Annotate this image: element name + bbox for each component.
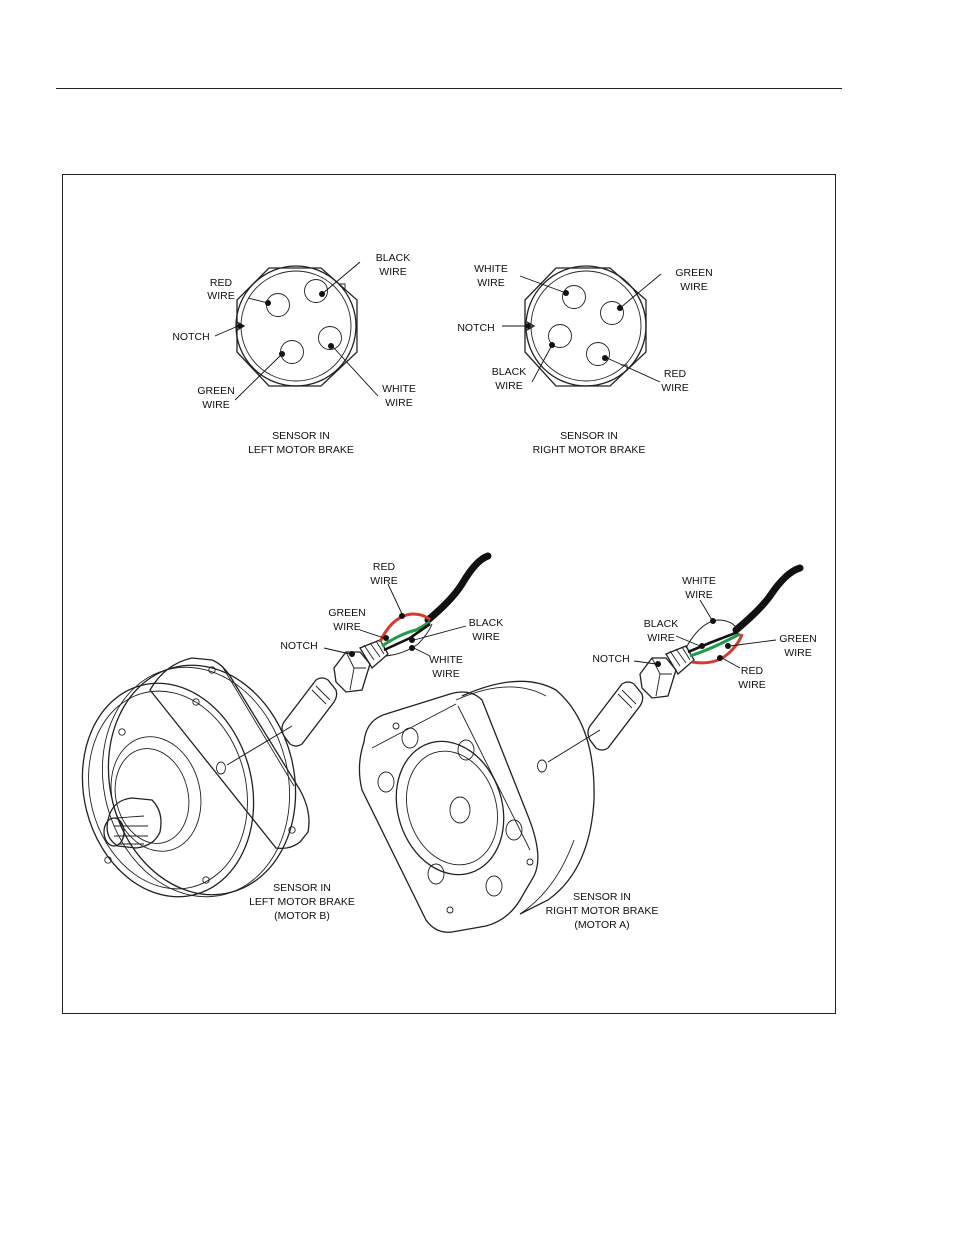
right-white-wire [685, 619, 739, 649]
label-black: BLACK [492, 366, 526, 378]
label-wire: WIRE [379, 266, 406, 278]
label-red: RED [210, 277, 233, 289]
right-sensor-face [502, 265, 662, 387]
left-black-wire [383, 622, 431, 652]
caption-line-1: SENSOR IN [573, 891, 631, 903]
left-face-notch [236, 321, 246, 331]
label-white: WHITE [429, 654, 463, 666]
label-white: WHITE [474, 263, 508, 275]
caption-line-1: SENSOR IN [560, 430, 618, 442]
right-face-red-pin [586, 342, 610, 366]
right-sensor-assembly [587, 564, 804, 751]
left-face-black-pin [304, 279, 328, 303]
label-notch: NOTCH [457, 322, 494, 334]
caption-line-3: (MOTOR A) [574, 919, 629, 931]
label-black: BLACK [469, 617, 503, 629]
right-face-notch [526, 321, 536, 331]
right-sensor-face-labels: WHITE WIRE GREEN WIRE NOTCH BLACK WIRE R… [457, 263, 712, 456]
caption-line-2: RIGHT MOTOR BRAKE [546, 905, 659, 917]
label-wire: WIRE [685, 589, 712, 601]
label-wire: WIRE [432, 668, 459, 680]
label-green: GREEN [779, 633, 816, 645]
label-black: BLACK [644, 618, 678, 630]
left-motor-brake-illustration [81, 657, 310, 898]
left-sensor-assembly [281, 552, 492, 747]
right-sensor-assembly-labels: WHITE WIRE BLACK WIRE GREEN WIRE NOTCH R… [546, 575, 817, 931]
label-red: RED [741, 665, 764, 677]
label-wire: WIRE [495, 380, 522, 392]
right-motor-brake-illustration [358, 680, 601, 933]
label-green: GREEN [675, 267, 712, 279]
header-rule [56, 88, 842, 89]
label-wire: WIRE [647, 632, 674, 644]
label-wire: WIRE [202, 399, 229, 411]
figure-frame [62, 174, 836, 1014]
caption-line-1: SENSOR IN [273, 882, 331, 894]
caption-line-2: LEFT MOTOR BRAKE [249, 896, 355, 908]
label-red: RED [664, 368, 687, 380]
left-sensor-face-labels: RED WIRE BLACK WIRE NOTCH GREEN WIRE WHI… [172, 252, 416, 456]
right-red-wire [691, 633, 744, 665]
right-face-green-pin [600, 301, 624, 325]
label-red: RED [373, 561, 396, 573]
left-cable [424, 552, 492, 624]
label-green: GREEN [197, 385, 234, 397]
label-notch: NOTCH [172, 331, 209, 343]
left-green-wire [381, 620, 431, 648]
caption-line-1: SENSOR IN [272, 430, 330, 442]
label-wire: WIRE [207, 290, 234, 302]
left-face-white-pin [318, 326, 342, 350]
label-notch: NOTCH [280, 640, 317, 652]
left-sensor-face [214, 261, 379, 401]
right-face-white-pin [562, 285, 586, 309]
label-wire: WIRE [738, 679, 765, 691]
left-sensor-assembly-labels: RED WIRE GREEN WIRE BLACK WIRE NOTCH WHI… [249, 561, 503, 922]
label-white: WHITE [382, 383, 416, 395]
label-wire: WIRE [680, 281, 707, 293]
label-wire: WIRE [385, 397, 412, 409]
label-wire: WIRE [370, 575, 397, 587]
label-notch: NOTCH [592, 653, 629, 665]
right-face-black-pin [548, 324, 572, 348]
label-wire: WIRE [333, 621, 360, 633]
caption-line-3: (MOTOR B) [274, 910, 330, 922]
right-black-wire [687, 630, 739, 654]
label-wire: WIRE [477, 277, 504, 289]
label-wire: WIRE [661, 382, 688, 394]
label-black: BLACK [376, 252, 410, 264]
right-green-wire [689, 632, 741, 658]
caption-line-2: RIGHT MOTOR BRAKE [533, 444, 646, 456]
left-white-wire [385, 623, 433, 657]
label-wire: WIRE [784, 647, 811, 659]
label-wire: WIRE [472, 631, 499, 643]
left-red-wire [378, 612, 432, 643]
right-cable [732, 564, 804, 634]
label-green: GREEN [328, 607, 365, 619]
label-white: WHITE [682, 575, 716, 587]
caption-line-2: LEFT MOTOR BRAKE [248, 444, 354, 456]
